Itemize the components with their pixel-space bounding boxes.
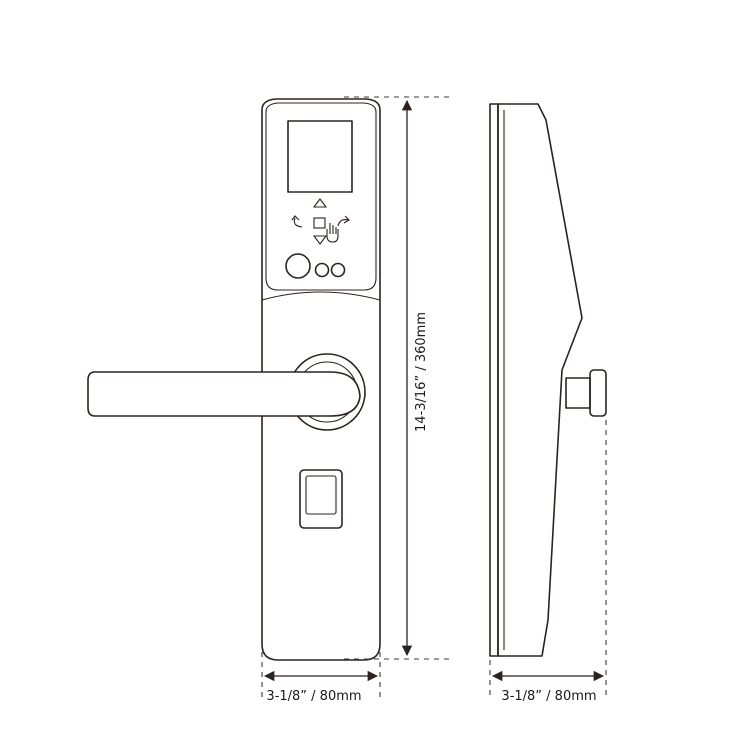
side-knob — [589, 369, 607, 417]
keypad-icons — [291, 198, 350, 245]
side-spindle — [565, 377, 591, 409]
side-view — [489, 103, 607, 657]
front-width-label: 3-1/8” / 80mm — [266, 689, 361, 704]
lever-handle — [87, 371, 361, 417]
height-label: 14-3/16” / 360mm — [414, 312, 429, 432]
side-body-profile — [497, 103, 583, 657]
front-view — [87, 98, 381, 661]
back-arrow-icon — [291, 215, 303, 228]
faceplate-outline — [261, 98, 381, 661]
upper-panel-outline — [265, 102, 377, 291]
square-icon — [313, 217, 326, 229]
fingerprint-sensor-icon — [285, 253, 311, 279]
down-arrow-icon — [312, 235, 328, 245]
indicator-light-icon — [314, 262, 330, 278]
panel-divider — [261, 291, 381, 301]
mounting-plate — [489, 103, 499, 657]
height-dimension: 14-3/16” / 360mm — [344, 96, 452, 660]
side-depth-dimension: 3-1/8” / 80mm — [489, 420, 607, 704]
return-arrow-icon — [337, 215, 350, 227]
display-screen — [287, 120, 353, 193]
front-width-dimension: 3-1/8” / 80mm — [261, 652, 381, 704]
key-cylinder-outer — [299, 469, 343, 529]
key-cylinder-inner — [305, 475, 337, 515]
indicator-light-icon — [330, 262, 346, 278]
touch-hand-icon — [326, 223, 339, 243]
side-depth-label: 3-1/8” / 80mm — [501, 689, 596, 704]
up-arrow-icon — [312, 198, 328, 208]
